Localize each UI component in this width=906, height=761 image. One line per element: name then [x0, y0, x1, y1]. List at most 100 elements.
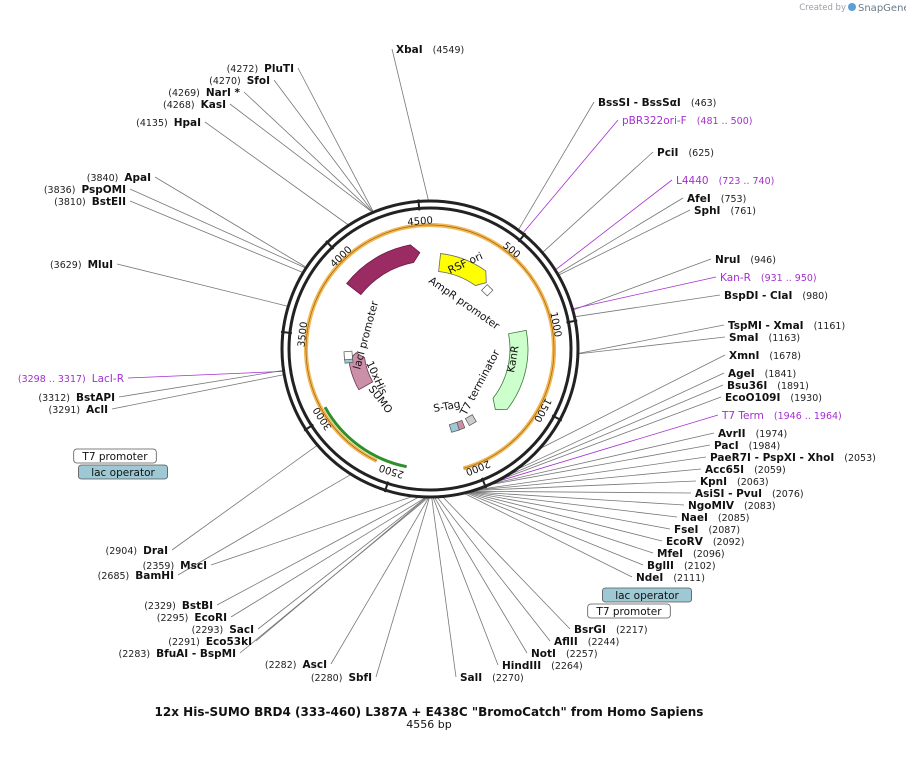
enzyme-sbfi[interactable]: (2280)SbfI — [311, 672, 372, 684]
enzyme-bspdi-clai[interactable]: BspDI - ClaI(980) — [724, 290, 828, 302]
enzyme-kpni[interactable]: KpnI(2063) — [700, 476, 769, 488]
t7-promoter-box-label[interactable]: T7 promoter — [81, 451, 148, 463]
enzyme-ngomiv[interactable]: NgoMIV(2083) — [688, 500, 776, 512]
enzyme-nrui[interactable]: NruI(946) — [715, 254, 776, 266]
site-position: (1891) — [777, 381, 809, 392]
enzyme-pcii[interactable]: PciI(625) — [657, 147, 714, 159]
enzyme-nari[interactable]: (4269)NarI * — [168, 87, 240, 99]
site-name: XmnI — [729, 350, 759, 362]
enzyme-acc65i[interactable]: Acc65I(2059) — [705, 464, 786, 476]
tick-label: 1500 — [531, 396, 553, 424]
enzyme-bglii[interactable]: BglII(2102) — [647, 560, 716, 572]
enzyme-bsssi-bsss-i[interactable]: BssSI - BssSαI(463) — [598, 97, 716, 109]
site-name: pBR322ori-F — [622, 115, 687, 127]
enzyme-saci[interactable]: (2293)SacI — [192, 624, 254, 636]
enzyme-noti[interactable]: NotI(2257) — [531, 648, 598, 660]
enzyme-paci[interactable]: PacI(1984) — [714, 440, 780, 452]
enzyme-leader-line — [572, 258, 712, 311]
enzyme-smai[interactable]: SmaI(1163) — [729, 332, 800, 344]
enzyme-bamhi[interactable]: (2685)BamHI — [98, 570, 174, 582]
enzyme-leader-line — [129, 188, 307, 269]
enzyme-leader-line — [229, 103, 373, 213]
site-name: NotI — [531, 648, 556, 660]
enzyme-pluti[interactable]: (4272)PluTI — [227, 63, 294, 75]
enzyme-eco53ki[interactable]: (2291)Eco53kI — [168, 636, 252, 648]
enzyme-naei[interactable]: NaeI(2085) — [681, 512, 750, 524]
tick-mark-3500 — [280, 330, 293, 335]
enzyme-bsteii[interactable]: (3810)BstEII — [54, 196, 126, 208]
small-feature-marker — [481, 284, 494, 297]
primer-laci-r[interactable]: (3298 .. 3317)LacI-R — [18, 373, 124, 385]
site-position: (1678) — [769, 351, 801, 362]
tick-mark-1000 — [566, 319, 578, 324]
enzyme-aflii[interactable]: AflII(2244) — [554, 636, 619, 648]
lac-operator-box-label[interactable]: lac operator — [615, 590, 679, 602]
tick-label: 500 — [500, 240, 522, 261]
site-name: NaeI — [681, 512, 708, 524]
site-position: (1974) — [756, 429, 788, 440]
enzyme-hpai[interactable]: (4135)HpaI — [136, 117, 201, 129]
enzyme-kasi[interactable]: (4268)KasI — [163, 99, 226, 111]
backbone-inner — [287, 206, 573, 492]
site-position: (4270) — [209, 76, 241, 87]
enzyme-asci[interactable]: (2282)AscI — [265, 659, 327, 671]
site-name: AvrII — [718, 428, 746, 440]
enzyme-sfoi[interactable]: (4270) SfoI — [209, 75, 270, 87]
enzyme-hindiii[interactable]: HindIII(2264) — [502, 660, 583, 672]
site-position: (2059) — [754, 465, 786, 476]
enzyme-mlui[interactable]: (3629)MluI — [50, 259, 113, 271]
primer-t7-term[interactable]: T7 Term(1946 .. 1964) — [721, 410, 842, 422]
site-name: BspDI - ClaI — [724, 290, 792, 302]
tick-label: 4500 — [407, 215, 433, 228]
created-by-text: Created by — [799, 3, 846, 13]
enzyme-sphi[interactable]: SphI(761) — [694, 205, 756, 217]
enzyme-xbai[interactable]: XbaI(4549) — [396, 44, 464, 56]
enzyme-agei[interactable]: AgeI(1841) — [728, 368, 796, 380]
site-name: EcoO109I — [725, 392, 780, 404]
enzyme-tspmi-xmai[interactable]: TspMI - XmaI(1161) — [728, 320, 845, 332]
enzyme-msci[interactable]: (2359)MscI — [143, 560, 207, 572]
site-position: (2087) — [708, 525, 740, 536]
site-name: SfoI — [247, 75, 270, 87]
enzyme-bsrgi[interactable]: BsrGI(2217) — [574, 624, 648, 636]
site-name: L4440 — [676, 175, 709, 187]
enzyme-ecoo109i[interactable]: EcoO109I(1930) — [725, 392, 822, 404]
enzyme-apai[interactable]: (3840)ApaI — [87, 172, 151, 184]
site-name: LacI-R — [92, 373, 124, 385]
primer-pbr322ori-f[interactable]: pBR322ori-F(481 .. 500) — [622, 115, 752, 127]
enzyme-ecorv[interactable]: EcoRV(2092) — [666, 536, 744, 548]
site-position: (4268) — [163, 100, 195, 111]
site-position: (2053) — [844, 453, 876, 464]
enzyme-bstapi[interactable]: (3312)BstAPI — [38, 392, 115, 404]
enzyme-bsu36i[interactable]: Bsu36I(1891) — [727, 380, 809, 392]
tick-label: 2000 — [464, 457, 492, 477]
site-name: DraI — [143, 545, 168, 557]
kanr-label: KanR — [505, 345, 522, 374]
enzyme-leader-line — [375, 496, 430, 678]
enzyme-bfuai-bspmi[interactable]: (2283)BfuAI - BspMI — [119, 648, 236, 660]
site-name: Eco53kI — [206, 636, 252, 648]
enzyme-drai[interactable]: (2904)DraI — [106, 545, 168, 557]
site-name: SalI — [460, 672, 482, 684]
enzyme-pspomi[interactable]: (3836)PspOMI — [44, 184, 126, 196]
enzyme-leader-line — [243, 91, 374, 213]
enzyme-asisi-pvui[interactable]: AsiSI - PvuI(2076) — [695, 488, 804, 500]
enzyme-ndei[interactable]: NdeI(2111) — [636, 572, 705, 584]
site-position: (2282) — [265, 660, 297, 671]
enzyme-mfei[interactable]: MfeI(2096) — [657, 548, 725, 560]
enzyme-sali[interactable]: SalI(2270) — [460, 672, 524, 684]
enzyme-bstbi[interactable]: (2329)BstBI — [144, 600, 213, 612]
primer-kan-r[interactable]: Kan-R(931 .. 950) — [720, 272, 817, 284]
lac-operator-box-label[interactable]: lac operator — [91, 467, 155, 479]
enzyme-fsei[interactable]: FseI(2087) — [674, 524, 740, 536]
site-position: (3840) — [87, 173, 119, 184]
primer-l4440[interactable]: L4440(723 .. 740) — [676, 175, 774, 187]
enzyme-afei[interactable]: AfeI(753) — [687, 193, 746, 205]
enzyme-ecori[interactable]: (2295)EcoRI — [157, 612, 227, 624]
site-name: HpaI — [174, 117, 201, 129]
t7-promoter-box-label[interactable]: T7 promoter — [595, 606, 662, 618]
enzyme-avrii[interactable]: AvrII (1974) — [718, 428, 787, 440]
enzyme-acli[interactable]: (3291)AclI — [49, 404, 108, 416]
enzyme-paer7i-pspxi-xhoi[interactable]: PaeR7I - PspXI - XhoI(2053) — [710, 452, 876, 464]
enzyme-xmni[interactable]: XmnI (1678) — [729, 350, 801, 362]
